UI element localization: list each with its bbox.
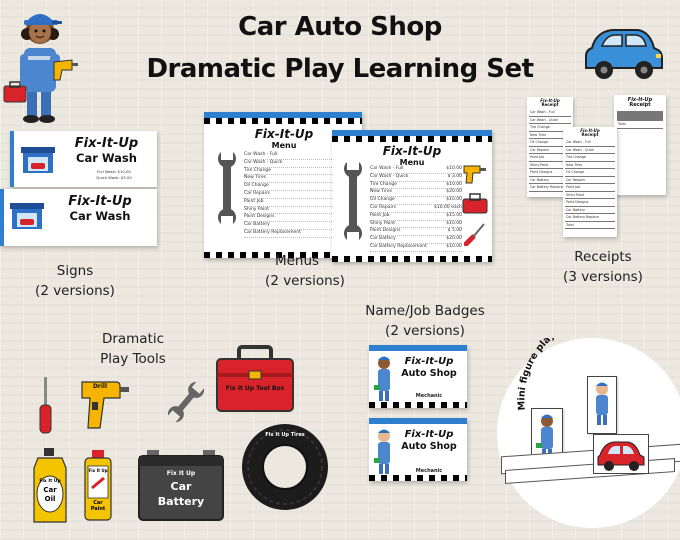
menu-line: Oil Change$10.00 (370, 197, 462, 205)
menu-line: Paint Designs$ 5.00 (370, 228, 462, 237)
menu-line: Car Battery Replacement$10.00 (370, 244, 462, 252)
drill-icon: Drill (80, 378, 130, 433)
badge-role: Mechanic (415, 468, 443, 474)
car-battery: Fix It Up Car Battery (137, 448, 225, 522)
sign-quick-wash: Quick Wash: $3.00 (96, 175, 132, 180)
menu-line: Car Battery$20.00 (370, 236, 462, 244)
tools-label-line2: Play Tools (100, 351, 166, 367)
menu-line: New Tires$20.00 (370, 189, 462, 198)
badge-name: Auto Shop (401, 441, 457, 452)
badge-brand: Fix-It-Up (404, 356, 454, 367)
sign-name: Car Wash (76, 151, 137, 165)
menu-line: Car Wash - Quick$ 3.00 (370, 174, 462, 182)
menu-line: Shiny Paint$10.00 (370, 221, 462, 229)
page-title-line1: Car Auto Shop (238, 12, 442, 42)
oil-line1: Car (43, 486, 57, 494)
menu-brand: Fix-It-Up (382, 144, 442, 158)
receipt-2: Fix-It-Up Receipt Total (614, 95, 666, 195)
menu-line: Car Repairs$10.00 each (370, 205, 462, 213)
wrench-icon (214, 148, 240, 228)
car-oil-bottle: Fix It Up Car Oil (32, 446, 68, 524)
name-badge-1: Fix-It-Up Auto Shop Mechanic (369, 345, 467, 408)
oil-brand: Fix It Up (39, 479, 61, 484)
car-wash-sign-2: Fix-It-Up Car Wash (0, 189, 157, 246)
sign-name: Car Wash (69, 209, 131, 223)
car-wash-building-icon (9, 197, 45, 231)
oil-line2: Oil (44, 495, 56, 503)
menu-line: Paint Job$15.00 (370, 213, 462, 221)
menu-card-2: Fix-It-Up Menu Car Wash - Full$10.00 Car… (332, 130, 492, 262)
car-wash-building-icon (20, 141, 56, 175)
badges-label-line2: (2 versions) (385, 323, 465, 339)
car-wash-sign-1: Fix-It-Up Car Wash Full Wash: $10.00 Qui… (10, 131, 157, 187)
car-paint-can: Fix It Up Car Paint (82, 448, 114, 522)
svg-text:Mini figure playset included t: Mini figure playset included too! (516, 338, 644, 411)
page-title-line2: Dramatic Play Learning Set (146, 54, 534, 84)
menus-label-line2: (2 versions) (265, 273, 345, 289)
toolbox-label: Fix It Up Tool Box (225, 385, 285, 392)
receipt-heading: Receipt (629, 102, 651, 108)
paint-brand: Fix It Up (88, 468, 108, 473)
figure-stand (587, 376, 617, 434)
screwdriver-icon (463, 220, 486, 247)
menu-items: Car Wash - Full$10.00 Car Wash - Quick$ … (370, 166, 462, 252)
receipt-brand: Fix-It-Up (540, 98, 560, 103)
toolbox-icon (462, 192, 488, 214)
badge-role: Mechanic (415, 393, 443, 399)
receipt-brand: Fix-It-Up (580, 128, 600, 133)
battery-brand: Fix It Up (166, 470, 196, 477)
receipts-label-line2: (3 versions) (563, 269, 643, 285)
receipt-heading: Receipt (541, 102, 559, 107)
paint-line1: Car (93, 500, 103, 506)
screwdriver-icon (34, 375, 58, 435)
battery-line1: Car (170, 480, 192, 493)
signs-label-line2: (2 versions) (35, 283, 115, 299)
menu-heading: Menu (271, 141, 297, 150)
drill-label: Drill (92, 383, 108, 390)
toolbox-illustration: Fix It Up Tool Box (215, 345, 295, 415)
red-car-figure (593, 434, 649, 474)
badge-name: Auto Shop (401, 368, 457, 379)
name-badge-2: Fix-It-Up Auto Shop Mechanic (369, 418, 467, 481)
badges-label-line1: Name/Job Badges (365, 303, 485, 319)
drill-icon (462, 160, 488, 186)
menu-brand: Fix-It-Up (254, 127, 314, 141)
receipt-3: Fix-It-Up Receipt Car Wash - Full Car Wa… (563, 127, 617, 237)
receipt-heading: Receipt (581, 132, 599, 137)
receipt-brand: Fix-It-Up (627, 97, 653, 103)
tire-illustration: Fix It Up Tires (240, 422, 330, 512)
tire-text: Fix It Up Tires (265, 432, 305, 438)
wrench-icon (167, 378, 205, 426)
sign-full-wash: Full Wash: $10.00 (97, 169, 131, 174)
sign-brand: Fix-It-Up (74, 136, 139, 151)
receipts-label-line1: Receipts (574, 249, 632, 265)
signs-label-line1: Signs (56, 263, 94, 279)
mechanic-girl-illustration (0, 0, 80, 125)
paint-line2: Paint (90, 506, 106, 512)
menu-line: Car Wash - Full$10.00 (370, 166, 462, 174)
badge-brand: Fix-It-Up (404, 429, 454, 440)
sign-brand: Fix-It-Up (68, 194, 132, 209)
mechanic-figure-icon (373, 355, 395, 403)
mechanic-figure-icon (373, 428, 395, 476)
battery-line2: Battery (157, 495, 205, 508)
tools-label-line1: Dramatic (101, 331, 165, 347)
menus-label-line1: Menus (274, 253, 320, 269)
mini-figure-playset-circle: Mini figure playset included too! (497, 338, 680, 528)
wrench-icon (340, 158, 366, 244)
menu-heading: Menu (399, 158, 425, 167)
blue-car-illustration (582, 24, 664, 84)
menu-line: Tire Change$10.00 (370, 182, 462, 190)
playset-caption-arc: Mini figure playset included too! (516, 338, 644, 411)
